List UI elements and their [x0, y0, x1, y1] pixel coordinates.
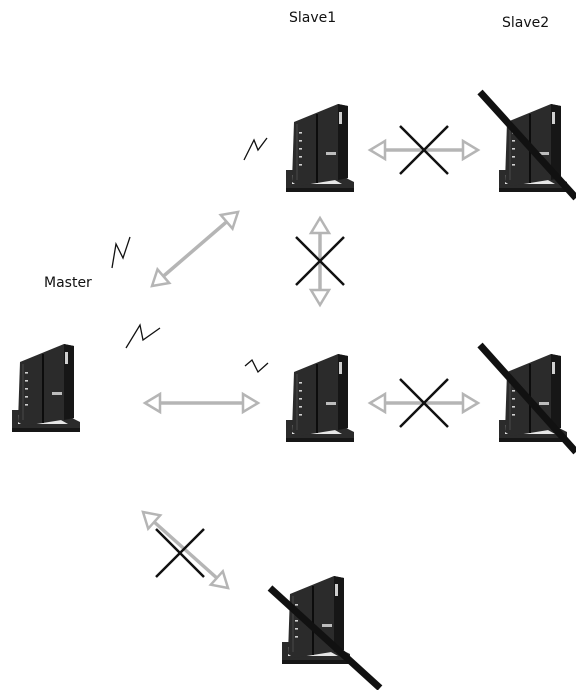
slave-bottom-strike-icon — [267, 585, 383, 690]
signal-master-mid-icon — [125, 323, 161, 349]
slave1-top-router-icon — [286, 104, 354, 192]
blocked-mid-cross-icon — [399, 378, 449, 428]
blocked-vertical-cross-icon — [295, 236, 345, 286]
master-router-icon — [12, 344, 80, 432]
signal-slave1-top-icon — [243, 137, 268, 161]
master-label: Master — [44, 275, 92, 291]
link-master-slave1-mid-arrow — [142, 391, 261, 415]
signal-master-top-icon — [111, 236, 131, 269]
slave2-mid-strike-icon — [477, 342, 576, 455]
slave1-mid-router-icon — [286, 354, 354, 442]
slave2-label: Slave2 — [502, 15, 550, 31]
blocked-top-cross-icon — [399, 125, 449, 175]
link-master-slave1-diagonal-arrow — [150, 210, 240, 288]
blocked-bottom-cross-icon — [155, 528, 205, 578]
slave2-top-strike-icon — [477, 89, 576, 201]
link-master-bottom-arrow — [141, 510, 230, 590]
slave-bottom-router-icon — [282, 576, 350, 664]
slave1-label: Slave1 — [289, 10, 337, 26]
signal-slave1-mid-icon — [244, 358, 269, 374]
